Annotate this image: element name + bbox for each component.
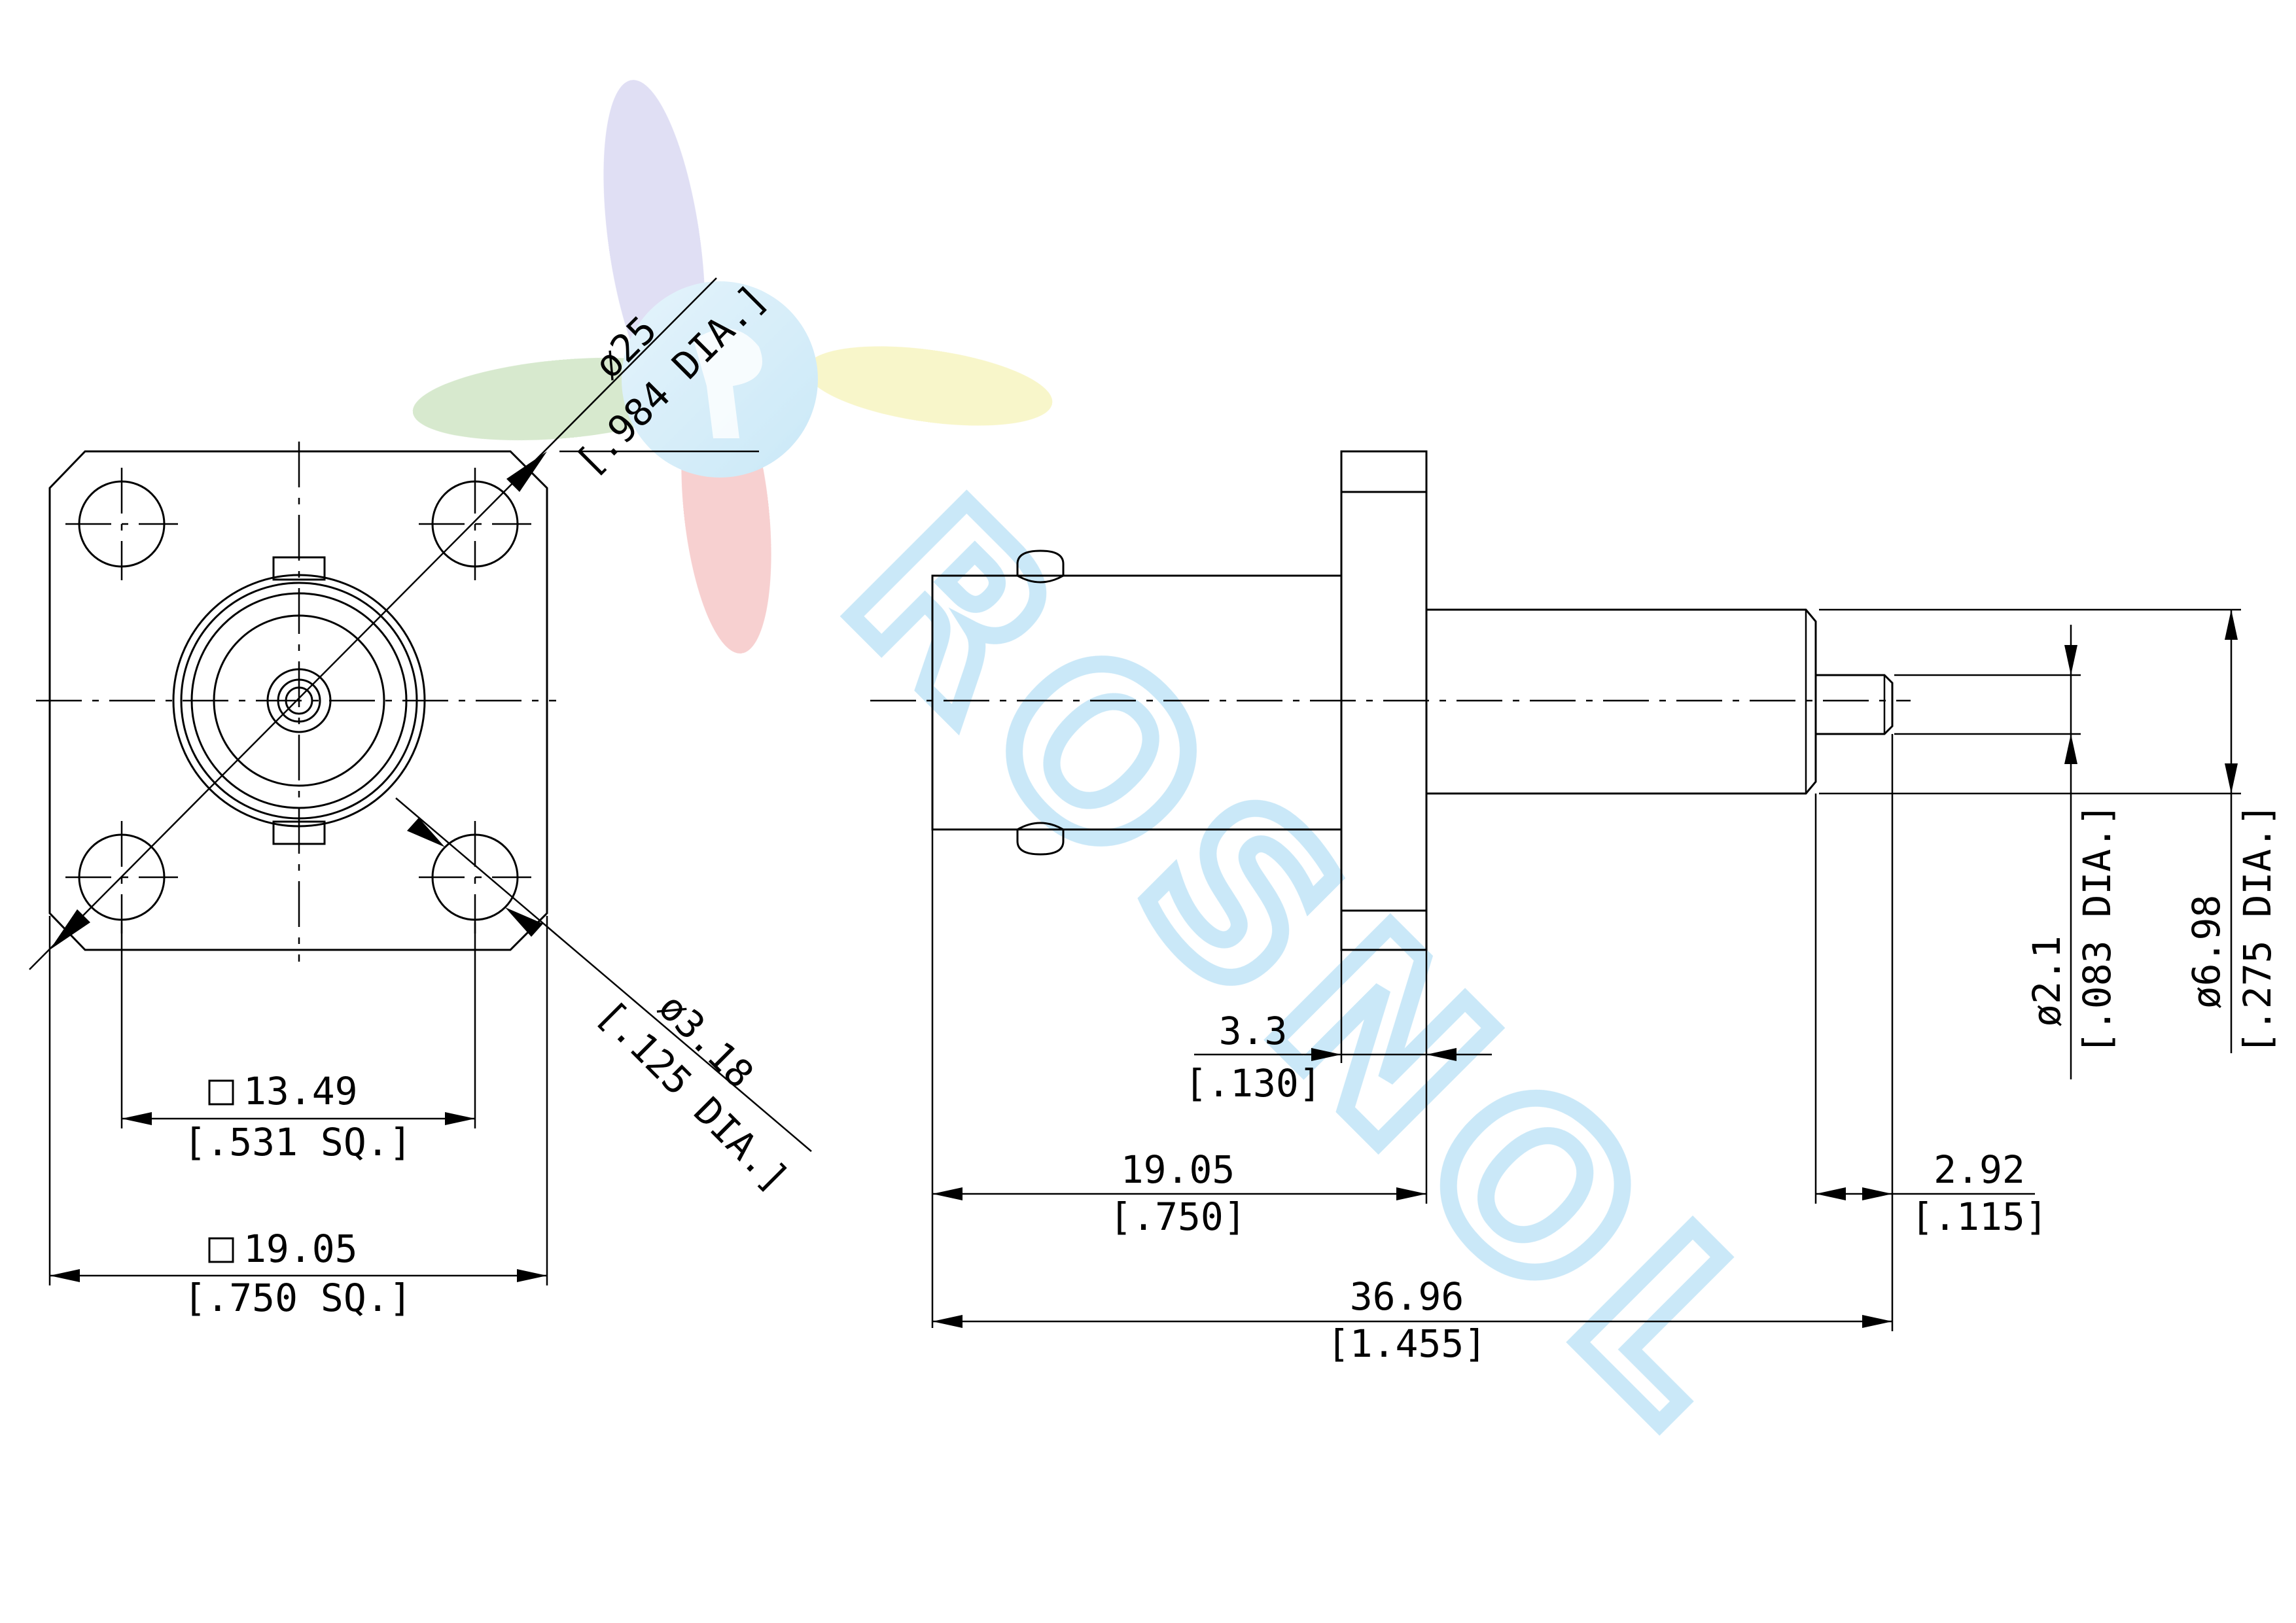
overall-length-value: 36.96 [1350,1274,1464,1319]
flange-thickness-value: 3.3 [1219,1009,1288,1053]
mounting-hole-bottom-right [419,821,531,934]
connector-body-rings [172,574,426,828]
body-diameter-dimension [1819,608,2241,1053]
flange-thickness-inch: [.130] [1184,1061,1322,1106]
pin-diameter-value: ø2.1 [2024,935,2069,1027]
hole-spacing-dimension [120,922,476,1128]
side-view: 3.3 [.130] 19.05 [.750] 2.92 [.115] 36.9… [870,450,2280,1366]
flange-side [1340,450,1428,951]
pin-length-inch: [.115] [1911,1195,2048,1239]
pin-length-value: 2.92 [1934,1147,2025,1192]
bayonet-lug-top [272,556,326,581]
square-symbol-icon [208,1079,234,1106]
flange-diameter-dimension [29,277,759,970]
body-diameter-inch: [.275 DIA.] [2235,803,2280,1055]
bayonet-lug-bottom [272,820,326,845]
square-symbol-icon [208,1237,234,1263]
contact-pin [1816,674,1894,735]
mounting-hole-top-right [419,468,531,580]
hole-diameter-dimension [395,797,812,1152]
pin-diameter-inch: [.083 DIA.] [2075,803,2119,1055]
bayonet-stud-bottom [1016,822,1065,856]
watermark: ROSNOL [412,80,1837,1492]
hole-spacing-value: 13.49 [243,1069,358,1113]
pin-diameter-dimension [1894,625,2081,1079]
flange-outline [48,450,548,951]
rosnol-logo-icon [412,80,1053,654]
flange-size-dimension [48,916,548,1285]
flange-size-value: 19.05 [243,1227,358,1271]
bayonet-stud-top [1016,550,1065,584]
rear-body-outline [1426,608,1817,795]
body-diameter-value: ø6.98 [2184,895,2229,1009]
mounting-hole-top-left [65,468,178,580]
flange-thickness-dimension [1194,950,1492,1204]
front-body-outline [931,574,1341,831]
overall-length-dimension [932,1315,1892,1328]
flange-size-inch: [.750 SQ.] [183,1276,412,1320]
front-length-dimension [931,829,1426,1328]
pin-length-dimension [1814,734,2035,1331]
hole-spacing-inch: [.531 SQ.] [183,1120,412,1164]
overall-length-inch: [1.455] [1327,1321,1487,1366]
front-length-value: 19.05 [1121,1147,1235,1192]
front-length-inch: [.750] [1109,1195,1246,1239]
